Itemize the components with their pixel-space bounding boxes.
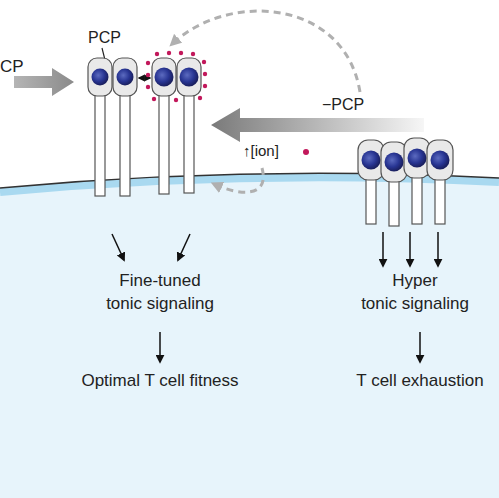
ion-dot: [155, 52, 159, 56]
ion-dot: [179, 51, 183, 55]
nucleus: [155, 68, 174, 87]
receptor-stalk: [159, 94, 169, 194]
ion-dot: [203, 84, 207, 88]
ion-dot: [167, 51, 171, 55]
receptor-stalk: [95, 94, 105, 196]
outcome-label: T cell exhaustion: [345, 370, 495, 393]
t-cell: [381, 142, 407, 182]
ion-dot: [152, 97, 156, 101]
molecule-label: PCP: [88, 27, 121, 49]
receptor-stalk: [120, 94, 130, 196]
signal-arrow: [112, 234, 124, 260]
double-arrow: [139, 77, 150, 78]
ion-dot: [203, 72, 207, 76]
molecule-label: −PCP: [322, 94, 364, 116]
signal-arrow: [437, 232, 439, 266]
receptor-stalk: [184, 94, 194, 193]
receptor-stalk: [435, 178, 445, 224]
receptor-stalk: [412, 176, 422, 224]
t-cell: [427, 140, 453, 180]
nucleus: [117, 69, 134, 86]
ion-dot: [191, 52, 195, 56]
outcome-label: Optimal T cell fitness: [50, 370, 270, 393]
membrane-band: [0, 177, 499, 192]
receptor-stalk: [366, 178, 376, 224]
signal-label: Hyper tonic signaling: [325, 270, 499, 316]
ion-dot: [198, 96, 202, 100]
ion-dot: [174, 98, 178, 102]
dashed-arrow: [214, 168, 263, 192]
ion-dot: [202, 60, 206, 64]
receptor-stalk: [389, 180, 399, 226]
t-cell: [152, 58, 176, 96]
signal-arrow: [178, 234, 190, 260]
cell-interior: [0, 173, 499, 498]
nucleus: [180, 68, 199, 87]
gradient-arrow: [211, 108, 424, 142]
ion-dots: [146, 51, 207, 102]
ion-label: ↑[ion]: [243, 141, 279, 161]
signal-arrow: [382, 232, 384, 266]
outcome-arrow: [159, 332, 161, 362]
nucleus: [385, 153, 404, 172]
ion-dot: [146, 73, 150, 77]
dashed-arrow: [172, 11, 360, 92]
outcome-arrow: [419, 332, 421, 362]
t-cell: [358, 140, 384, 180]
t-cell: [177, 58, 201, 96]
nucleus: [408, 149, 427, 168]
t-cell: [404, 138, 430, 178]
nucleus: [362, 151, 381, 170]
ion-dot: [303, 149, 309, 155]
nucleus: [431, 151, 450, 170]
ion-dot: [146, 85, 150, 89]
t-cell: [88, 58, 112, 96]
nucleus: [92, 69, 109, 86]
signal-arrow: [409, 232, 411, 266]
signal-label: Fine-tuned tonic signaling: [70, 270, 250, 316]
ion-dot: [146, 61, 150, 65]
t-cell: [113, 58, 137, 96]
cut-label: CP: [0, 56, 24, 79]
